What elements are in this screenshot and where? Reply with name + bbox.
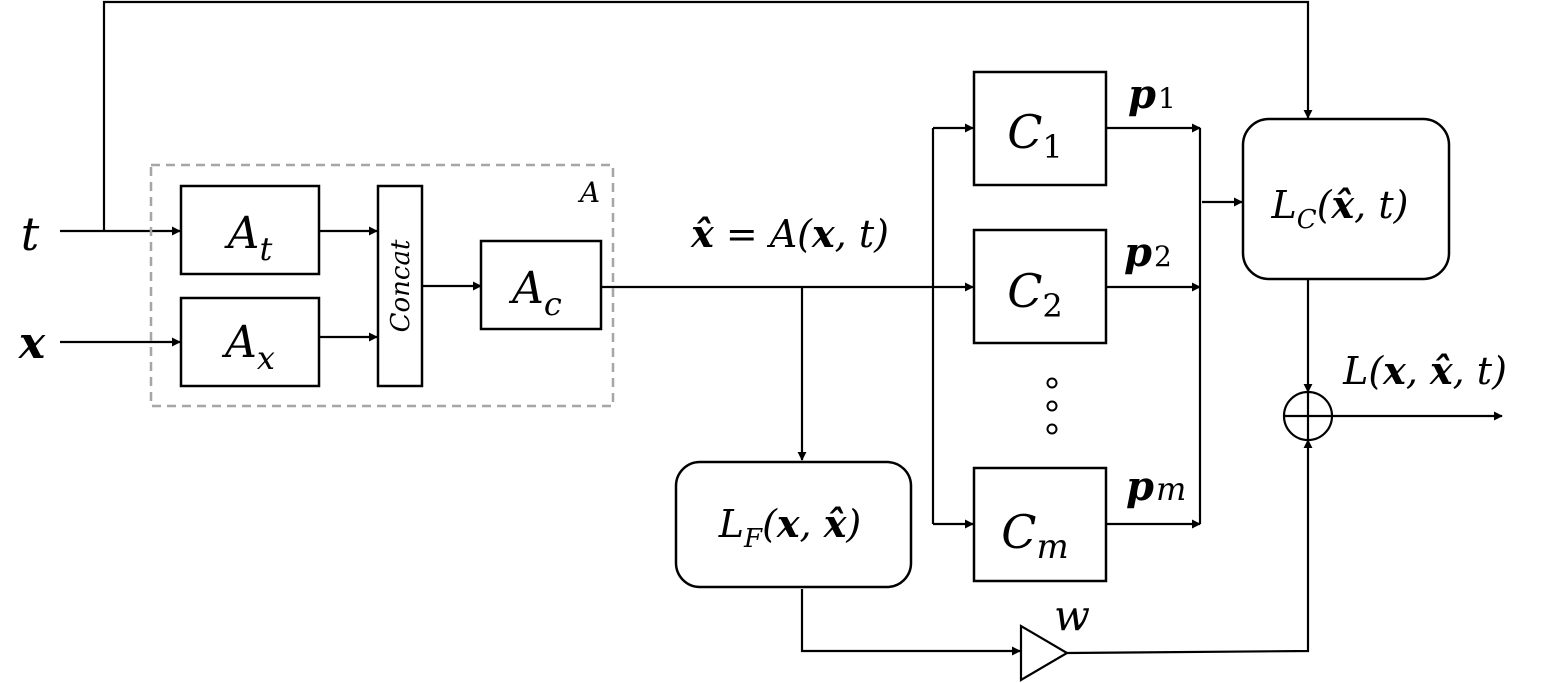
module-a-group <box>149 163 615 408</box>
xhat-eq: = A( <box>714 212 813 256</box>
lf-to-weight-arrow <box>800 589 1021 656</box>
total-comma: , <box>1406 349 1430 393</box>
total-xhat: x̂ <box>1429 348 1454 393</box>
svg-text:LC(x̂, t): LC(x̂, t) <box>1271 182 1409 235</box>
xhat-rest: , t) <box>835 212 889 256</box>
xhat-equation: x̂ = A(x, t) <box>690 211 889 256</box>
p1-label: p1 <box>1128 71 1176 118</box>
weight-to-adder-arrow <box>1066 439 1313 655</box>
classifier-cm: Cm <box>972 466 1108 583</box>
t-to-lc-arrow <box>102 0 1313 231</box>
svg-text:LF(x, x̂): LF(x, x̂) <box>718 501 861 554</box>
weight-label: w <box>1054 591 1090 640</box>
total-rest: , t) <box>1453 349 1507 393</box>
svg-text:Ac: Ac <box>508 263 562 323</box>
svg-text:C1: C1 <box>1007 105 1063 166</box>
ac-sub: c <box>544 285 562 323</box>
cm-sub: m <box>1036 527 1068 567</box>
pm-base: p <box>1126 463 1154 510</box>
lf-open: ( <box>762 502 778 546</box>
svg-text:At: At <box>224 208 273 268</box>
ax-block: Ax <box>179 296 321 388</box>
input-t: t <box>21 207 40 261</box>
concat-label: Concat <box>386 239 416 332</box>
adder-icon <box>1282 390 1334 442</box>
c2-sub: 2 <box>1042 287 1062 325</box>
pm-sub: m <box>1156 470 1186 508</box>
ac-block: Ac <box>479 239 603 331</box>
loss-c-block: LC(x̂, t) <box>1241 117 1451 281</box>
at-sub: t <box>259 230 272 268</box>
ac-base: A <box>508 263 544 314</box>
lc-rest: , t) <box>1354 183 1408 227</box>
lf-x: x <box>776 501 801 546</box>
connections <box>60 0 1503 656</box>
xhat-x: x <box>811 211 836 256</box>
lf-xhat: x̂ <box>823 501 848 546</box>
svg-text:Ax: Ax <box>221 317 275 377</box>
lf-base: L <box>718 502 744 546</box>
cm-base: C <box>1001 505 1036 559</box>
c1-sub: 1 <box>1042 128 1062 166</box>
c2-base: C <box>1007 264 1042 318</box>
at-base: A <box>224 208 260 259</box>
p2-base: p <box>1124 229 1152 276</box>
p1-sub: 1 <box>1158 82 1176 115</box>
p2-sub: 2 <box>1154 240 1172 273</box>
lc-xhat: x̂ <box>1331 182 1356 227</box>
lf-comma: , <box>800 502 824 546</box>
total-loss-label: L(x, x̂, t) <box>1342 348 1507 393</box>
total-x: x <box>1382 348 1407 393</box>
input-x: x <box>18 318 46 369</box>
amplifier-triangle-icon <box>1019 624 1070 682</box>
lf-close: ) <box>845 502 861 546</box>
lf-sub: F <box>743 524 763 554</box>
c1-base: C <box>1007 105 1042 159</box>
p1-base: p <box>1128 71 1156 118</box>
svg-text:C2: C2 <box>1007 264 1063 325</box>
p2-label: p2 <box>1124 229 1172 276</box>
concat-block: Concat <box>376 184 424 388</box>
classifier-c2: C2 <box>972 228 1108 345</box>
xhat-lhs: x̂ <box>690 211 715 256</box>
total-open: L( <box>1342 349 1384 393</box>
lc-base: L <box>1271 183 1297 227</box>
loss-f-block: LF(x, x̂) <box>674 460 913 589</box>
classifier-c1: C1 <box>972 70 1108 187</box>
lc-open: ( <box>1317 183 1333 227</box>
module-a-label: A <box>577 176 600 209</box>
ellipsis-dots-icon <box>1046 377 1058 435</box>
lc-sub: C <box>1297 205 1317 235</box>
svg-text:Cm: Cm <box>1001 505 1068 567</box>
ax-base: A <box>221 317 257 368</box>
at-block: At <box>179 184 321 276</box>
ax-sub: x <box>257 339 275 377</box>
pm-label: pm <box>1126 463 1186 510</box>
